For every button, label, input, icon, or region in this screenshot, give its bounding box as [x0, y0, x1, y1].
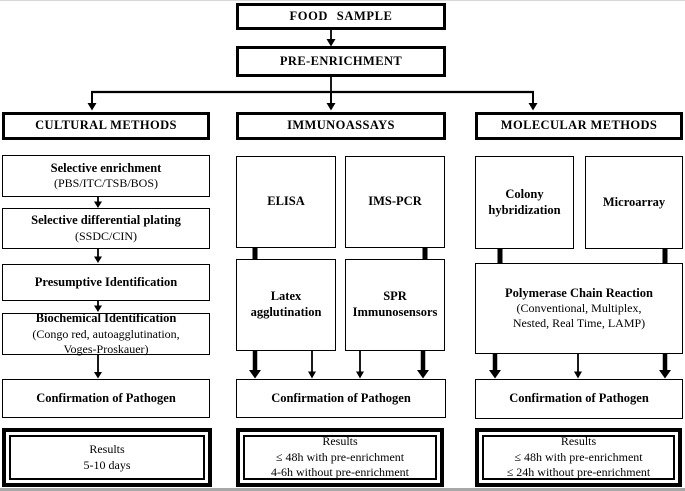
box-title: Presumptive Identification	[34, 274, 178, 289]
results-line: 4-6h without pre-enrichment	[271, 465, 409, 480]
results-line: Results	[89, 441, 125, 456]
branch-split-connector	[87, 77, 538, 111]
box-subtitle: (Conventional, Multiplex, Nested, Real T…	[512, 301, 646, 331]
elisa-box: ELISA	[236, 156, 336, 248]
results-inner-frame: Results ≤ 48h with pre-enrichment 4-6h w…	[243, 434, 437, 480]
box-title: Selective differential plating	[31, 213, 181, 228]
results-line: ≤ 48h with pre-enrichment	[275, 449, 405, 464]
molecular-connector-bars	[497, 248, 668, 264]
results-inner-frame: Results 5-10 days	[9, 435, 205, 480]
confirmation-box-cultural: Confirmation of Pathogen	[2, 379, 210, 418]
step-selective-differential-plating: Selective differential plating (SSDC/CIN…	[2, 208, 210, 249]
immunoassay-confirmation-arrows	[249, 351, 429, 379]
latex-agglutination-box: Latex agglutination	[236, 259, 336, 351]
food-sample-box: FOOD SAMPLE	[236, 3, 446, 30]
pre-enrichment-box: PRE-ENRICHMENT	[236, 46, 446, 77]
results-box-molecular: Results ≤ 48h with pre-enrichment ≤ 24h …	[475, 428, 682, 487]
step-presumptive-identification: Presumptive Identification	[2, 264, 210, 301]
results-line: 5-10 days	[83, 457, 131, 472]
box-title: Selective enrichment	[50, 160, 162, 175]
confirmation-box-molecular: Confirmation of Pathogen	[475, 379, 683, 419]
microarray-box: Microarray	[585, 156, 683, 249]
arrow-food-to-preenrichment	[326, 30, 336, 47]
results-line: ≤ 48h with pre-enrichment	[514, 449, 643, 464]
box-subtitle: (PBS/ITC/TSB/BOS)	[53, 176, 159, 191]
header-molecular-methods: MOLECULAR METHODS	[475, 112, 683, 140]
results-box-cultural: Results 5-10 days	[2, 428, 212, 487]
box-subtitle: (Congo red, autoagglutination, Voges-Pro…	[32, 326, 180, 356]
step-biochemical-identification: Biochemical Identification (Congo red, a…	[2, 311, 210, 356]
results-line: ≤ 24h without pre-enrichment	[506, 465, 651, 480]
header-cultural-methods: CULTURAL METHODS	[2, 112, 210, 140]
box-title: Biochemical Identification	[35, 311, 177, 326]
results-line: Results	[560, 434, 597, 449]
results-box-immunoassays: Results ≤ 48h with pre-enrichment 4-6h w…	[236, 428, 444, 487]
molecular-confirmation-arrows	[489, 354, 671, 379]
colony-hybridization-box: Colony hybridization	[475, 156, 574, 249]
box-title: Polymerase Chain Reaction	[505, 285, 653, 300]
results-line: Results	[322, 434, 358, 449]
header-immunoassays: IMMUNOASSAYS	[236, 112, 446, 140]
ims-pcr-box: IMS-PCR	[345, 156, 445, 248]
box-subtitle: (SSDC/CIN)	[74, 228, 137, 243]
results-inner-frame: Results ≤ 48h with pre-enrichment ≤ 24h …	[482, 434, 675, 480]
spr-immunosensors-box: SPR Immunosensors	[345, 259, 445, 351]
confirmation-box-immunoassays: Confirmation of Pathogen	[236, 379, 446, 418]
step-selective-enrichment: Selective enrichment (PBS/ITC/TSB/BOS)	[2, 155, 210, 197]
pcr-box: Polymerase Chain Reaction (Conventional,…	[475, 263, 683, 354]
